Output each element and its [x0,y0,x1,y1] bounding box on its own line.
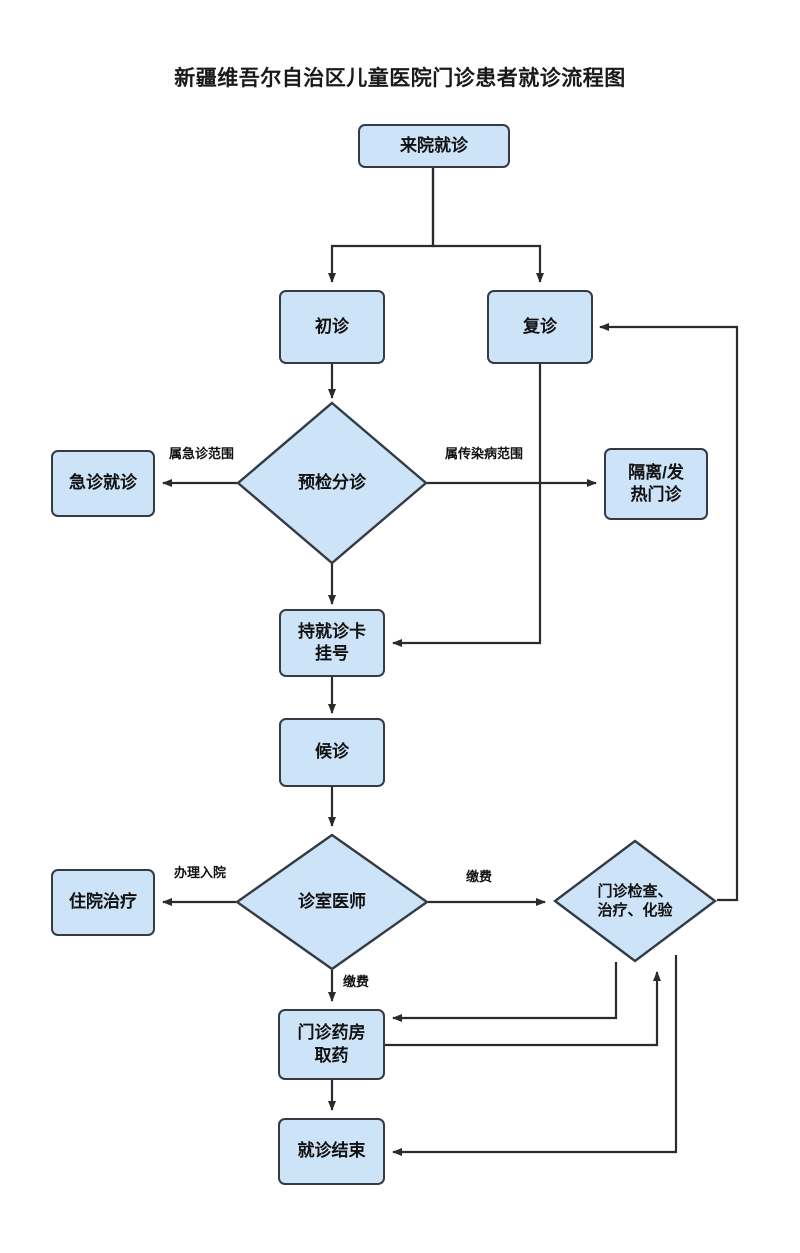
edge-label-payment-right: 缴费 [464,866,495,885]
edge-pharmacy-to-exam [385,971,661,1047]
node-emergency[interactable]: 急诊就诊 [51,450,155,517]
node-inpatient[interactable]: 住院治疗 [51,869,155,936]
node-waiting[interactable]: 候诊 [279,718,385,787]
node-doctor[interactable]: 诊室医师 [234,832,430,972]
node-arrive[interactable]: 来院就诊 [358,124,510,168]
edge-exam-to-pharmacy [392,962,618,1022]
node-pharmacy[interactable]: 门诊药房 取药 [278,1009,385,1080]
node-first-visit-label: 初诊 [315,316,349,336]
node-isolation[interactable]: 隔离/发 热门诊 [604,448,708,520]
doctor-diamond-shape [234,833,430,971]
edge-arrive-to-first-visit [328,167,435,283]
node-isolation-label: 隔离/发 热门诊 [628,462,684,504]
edge-exam-to-return-visit [599,323,739,902]
edge-label-admission: 办理入院 [172,862,229,881]
edge-return-visit-to-register [392,363,542,647]
node-inpatient-label: 住院治疗 [69,892,137,912]
edge-arrive-to-return-visit [431,167,544,283]
page-title: 新疆维吾尔自治区儿童医院门诊患者就诊流程图 [174,67,626,90]
edge-exam-to-finish [392,955,678,1156]
edge-label-payment-down: 缴费 [341,971,372,990]
node-finish[interactable]: 就诊结束 [278,1118,385,1185]
node-register[interactable]: 持就诊卡 挂号 [279,609,385,677]
node-register-label: 持就诊卡 挂号 [298,621,366,663]
triage-diamond-shape [236,401,428,565]
node-return-visit[interactable]: 复诊 [487,290,593,364]
node-first-visit[interactable]: 初诊 [279,290,385,364]
node-waiting-label: 候诊 [315,742,349,762]
node-return-visit-label: 复诊 [523,316,557,336]
edge-label-infectious-scope: 属传染病范围 [443,443,526,462]
node-pharmacy-label: 门诊药房 取药 [297,1023,366,1065]
node-exam[interactable]: 门诊检查、 治疗、化验 [552,838,718,964]
node-arrive-label: 来院就诊 [400,135,468,155]
exam-diamond-shape [553,839,717,963]
node-finish-label: 就诊结束 [297,1141,366,1161]
edge-label-emergency-scope: 属急诊范围 [167,443,237,462]
node-triage[interactable]: 预检分诊 [235,400,429,566]
node-emergency-label: 急诊就诊 [69,473,137,493]
